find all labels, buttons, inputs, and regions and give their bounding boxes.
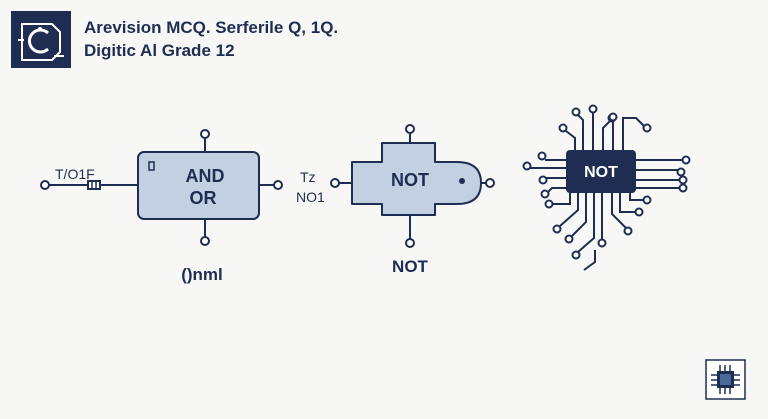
not-gate-label: NOT bbox=[391, 170, 429, 190]
not-gate-caption: NOT bbox=[392, 257, 429, 276]
not-input-label-top: Tz bbox=[300, 169, 316, 185]
circuit-c-logo-icon bbox=[11, 11, 71, 68]
header-title-line2: Digitic Al Grade 12 bbox=[84, 41, 235, 60]
and-gate-label: AND bbox=[186, 166, 225, 186]
not-chip bbox=[522, 104, 691, 271]
not-gate bbox=[330, 124, 495, 248]
and-or-gate bbox=[40, 129, 283, 246]
and-or-caption: ()nml bbox=[181, 265, 223, 284]
not-input-label-bottom: NO1 bbox=[296, 189, 325, 205]
chip-label: NOT bbox=[584, 164, 618, 181]
chip-icon bbox=[705, 359, 746, 400]
header-title-line1: Arevision MCQ. Serferile Q, 1Q. bbox=[84, 18, 338, 37]
and-or-input-label: T/O1F bbox=[55, 166, 95, 182]
or-gate-label: OR bbox=[190, 188, 217, 208]
